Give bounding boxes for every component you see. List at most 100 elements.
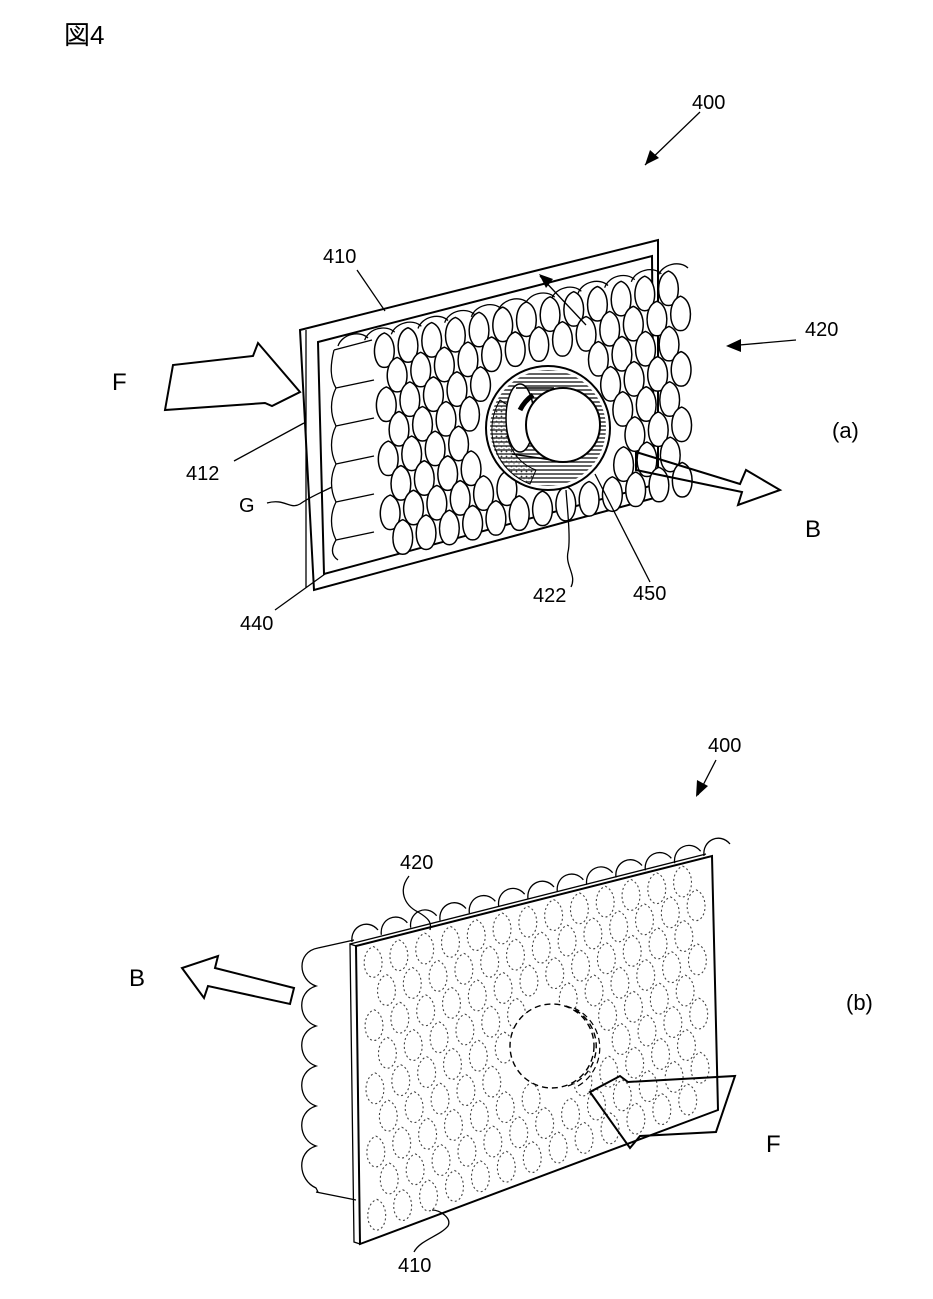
honeycomb-cell-dotted [612,1079,632,1112]
honeycomb-cell [496,470,518,507]
honeycomb-cell-dotted [522,1141,542,1174]
honeycomb-cell [659,381,681,418]
honeycomb-cell [421,321,443,358]
label-420-b: 420 [400,852,433,874]
honeycomb-cell [492,306,514,343]
top-cylinder [674,844,702,864]
label-400-a: 400 [692,92,725,114]
honeycomb-cell [485,499,507,536]
honeycomb-cell-dotted [660,896,680,929]
honeycomb-cell-dotted [518,905,538,938]
honeycomb-cell-dotted [622,934,642,967]
honeycomb-cell-dotted [664,1060,684,1093]
top-cylinder [657,263,689,277]
honeycomb-cell-dotted [481,1005,501,1038]
honeycomb-cell [377,440,399,477]
honeycomb-cell [415,514,437,551]
honeycomb-cell-dotted [428,959,448,992]
honeycomb-cell-dotted [403,1029,423,1061]
honeycomb-cell [424,430,446,467]
honeycomb-cell [646,300,668,337]
honeycomb-cell-dotted [505,938,525,971]
honeycomb-cell [669,295,692,332]
label-422-a: 422 [533,585,566,607]
honeycomb-cell [551,320,574,357]
honeycomb-cell-dotted [441,986,461,1019]
honeycomb-cell-dotted [548,1131,568,1164]
honeycomb-cell [611,335,633,372]
honeycomb-cell-dotted [389,939,409,972]
honeycomb-cell-dotted [379,1162,399,1195]
honeycomb-cell-dotted [419,1179,439,1212]
honeycomb-cell [635,385,657,422]
honeycomb-cell [636,441,658,478]
honeycomb-cell-dotted [418,1117,438,1150]
honeycomb-cell [397,326,419,364]
honeycomb-cell-dotted [674,920,694,952]
honeycomb-cell-dotted [636,958,656,991]
honeycomb-cell-dotted [480,945,500,978]
honeycomb-cell-dotted [623,990,643,1023]
honeycomb-cell-dotted [574,1121,594,1154]
honeycomb-cell [587,340,609,377]
honeycomb-cell [375,386,397,423]
label-f-a: F [112,369,127,396]
honeycomb-cell-dotted [430,1082,450,1115]
honeycomb-cell-dotted [468,1039,488,1072]
honeycomb-cell-dotted [569,892,589,925]
honeycomb-cell-dotted [493,972,513,1004]
honeycomb-cell [623,360,645,397]
honeycomb-cell-dotted [509,1116,529,1149]
honeycomb-cell-dotted [376,974,396,1006]
honeycomb-cell-dotted [402,966,422,999]
honeycomb-cell-dotted [366,1135,386,1168]
honeycomb-cell-dotted [687,943,707,976]
cylinder-top-face [337,263,689,347]
top-cylinder [644,851,672,871]
honeycomb-cell [413,459,435,496]
honeycomb-cell-dotted [545,957,565,990]
top-cylinder [498,887,526,907]
honeycomb-cell-dotted [652,1093,672,1126]
honeycomb-cell [462,504,484,541]
honeycomb-cell-dotted [454,952,474,985]
honeycomb-cell [426,484,448,521]
honeycomb-cell [444,316,466,353]
cylinder-side-face [330,339,375,561]
cylinder-side-face-b [301,947,319,1193]
honeycomb-cell-dotted [584,974,604,1007]
honeycomb-cell [599,365,622,402]
honeycomb-cell-dotted [673,865,693,898]
honeycomb-cell-dotted [651,1037,671,1070]
cylinder-450 [485,365,611,491]
cylinder-450-face [525,387,601,463]
honeycomb-cell [469,365,492,403]
honeycomb-cell-dotted [429,1021,449,1054]
label-440-a: 440 [240,613,273,635]
top-cylinder [556,873,584,892]
label-g-a: G [239,495,255,517]
honeycomb-cell-dotted [442,1047,462,1080]
honeycomb-cell [612,446,635,483]
honeycomb-cell [625,471,647,508]
arrow-b-b [180,954,296,1006]
honeycomb-cell [634,275,656,312]
honeycomb-cell [402,489,425,526]
top-cylinder [527,880,555,900]
honeycomb-cell [438,509,460,546]
honeycomb-cell [670,350,692,387]
honeycomb-cell [437,455,459,492]
figure-title: 図4 [64,20,104,50]
honeycomb-cell-dotted [457,1134,477,1167]
label-450-a: 450 [633,583,666,605]
honeycomb-cell [386,356,408,393]
honeycomb-cell [531,490,554,527]
honeycomb-cell [622,305,644,342]
honeycomb-cell [671,406,693,443]
honeycomb-cell [575,315,597,352]
honeycomb-cell-dotted [377,1036,397,1069]
honeycomb-cell [634,330,657,367]
cylinder-top-face-b [351,837,731,943]
honeycomb-cell [647,411,669,448]
honeycomb-cell [657,270,680,307]
